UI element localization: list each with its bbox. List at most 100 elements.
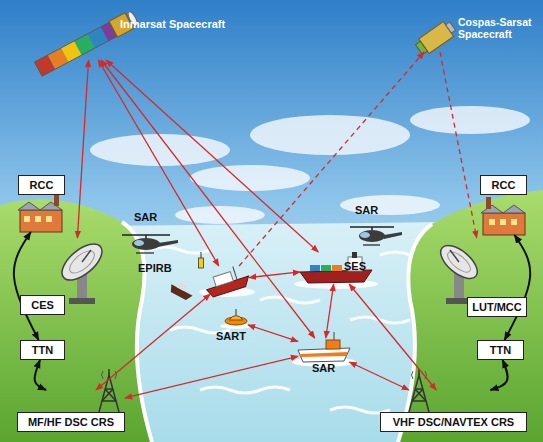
- satellite: Cospas-Sarsat Spacecraft: [420, 22, 454, 52]
- helicopter: [136, 252, 154, 253]
- station-label: TTN: [20, 340, 65, 360]
- cargo-ship: [310, 265, 320, 271]
- object-label: EPIRB: [138, 262, 172, 274]
- right-cliff: [398, 224, 432, 442]
- cloud: [250, 115, 410, 155]
- wave: [170, 327, 230, 333]
- radio-link: [96, 294, 210, 390]
- wave: [200, 387, 290, 393]
- dashed-link: [239, 52, 424, 266]
- radio-link: [490, 360, 507, 390]
- cargo-ship: [352, 252, 357, 258]
- dish-antenna: [444, 248, 473, 275]
- helicopter: [350, 227, 402, 245]
- station-label: TTN: [477, 340, 524, 360]
- cloud: [190, 165, 310, 191]
- network-box: TTN: [477, 340, 524, 360]
- radio-tower: [99, 369, 119, 412]
- radio-tower: [108, 369, 110, 375]
- rcc-building: [489, 219, 495, 225]
- helicopter: [360, 232, 370, 238]
- radio-link: [249, 272, 300, 278]
- cargo-ship: [300, 270, 372, 283]
- radio-link: [505, 235, 531, 340]
- rescue-vessel: SAR: [298, 338, 350, 362]
- rescue-ship: [298, 332, 350, 362]
- distress-ship: [213, 272, 233, 287]
- rcc-building: [24, 216, 30, 222]
- radio-link: [349, 284, 436, 390]
- rescue-centre: RCC: [480, 175, 527, 235]
- sart-unit: SART: [224, 314, 248, 328]
- radio-link: [98, 60, 219, 266]
- radio-tower: [99, 375, 119, 412]
- cargo-ship: [300, 252, 372, 283]
- helicopter-unit: SAR: [118, 232, 176, 256]
- sart-liferaft: [225, 309, 247, 325]
- object-label: SAR: [355, 204, 378, 216]
- dish-antenna: [82, 250, 91, 262]
- object-label: Cospas-Sarsat Spacecraft: [458, 16, 542, 40]
- helicopter: [122, 234, 170, 236]
- rcc-building: [54, 194, 59, 206]
- inmarsat-satellite: [34, 10, 140, 78]
- rcc-building: [483, 213, 525, 235]
- rcc-building: [18, 194, 62, 232]
- station-label: MF/HF DSC CRS: [17, 412, 125, 432]
- helicopter: [134, 240, 144, 246]
- wave: [260, 297, 320, 303]
- rcc-building: [481, 197, 525, 235]
- object-label: SES: [344, 260, 366, 272]
- epirb-beacon: [199, 252, 204, 268]
- wave: [150, 247, 410, 413]
- station-label: RCC: [18, 175, 65, 195]
- dish-antenna: [69, 298, 95, 304]
- radio-link: [77, 60, 88, 238]
- helicopter: [132, 238, 160, 250]
- radio-tower: [412, 389, 426, 401]
- object-label: SART: [216, 330, 246, 342]
- left-cliff: [122, 222, 152, 442]
- station-label: VHF DSC/NAVTEX CRS: [380, 412, 527, 432]
- dish-antenna: [66, 247, 98, 277]
- helicopter: [359, 230, 385, 242]
- inmarsat-satellite: [35, 22, 118, 76]
- ship-earth-station: SES: [300, 252, 372, 284]
- object-label: SAR: [312, 362, 335, 374]
- dish-antenna: [56, 237, 108, 304]
- dish-antenna: [450, 250, 459, 262]
- coast-radio-station: MF/HF DSC CRS: [17, 390, 125, 432]
- distress-ship: [202, 263, 251, 298]
- dish-antenna: [446, 298, 472, 304]
- radio-link: [35, 360, 46, 390]
- radio-link: [248, 325, 298, 341]
- cloud: [340, 195, 440, 215]
- helicopter-unit: SAR: [345, 224, 399, 248]
- rescue-ship: [300, 352, 348, 357]
- object-label: Inmarsat Spacecraft: [120, 18, 225, 30]
- helicopter: [384, 232, 402, 239]
- object-label: SAR: [134, 211, 157, 223]
- cospas-sarsat-satellite: [416, 41, 428, 54]
- helicopter: [350, 226, 394, 228]
- dish-antenna: [56, 237, 108, 286]
- radio-link: [125, 356, 298, 398]
- rcc-building: [511, 219, 517, 225]
- rcc-building: [486, 197, 491, 209]
- inmarsat-satellite: [126, 10, 139, 27]
- right-land: [398, 190, 543, 442]
- rcc-building: [46, 216, 52, 222]
- rescue-ship: [334, 332, 335, 340]
- cargo-ship: [321, 265, 331, 271]
- rcc-building: [20, 210, 62, 232]
- helicopter: [363, 244, 380, 245]
- cargo-ship: [348, 257, 362, 271]
- station-label: RCC: [480, 175, 527, 195]
- rcc-building: [35, 216, 41, 222]
- radio-tower: [409, 375, 429, 412]
- cloud: [90, 106, 530, 224]
